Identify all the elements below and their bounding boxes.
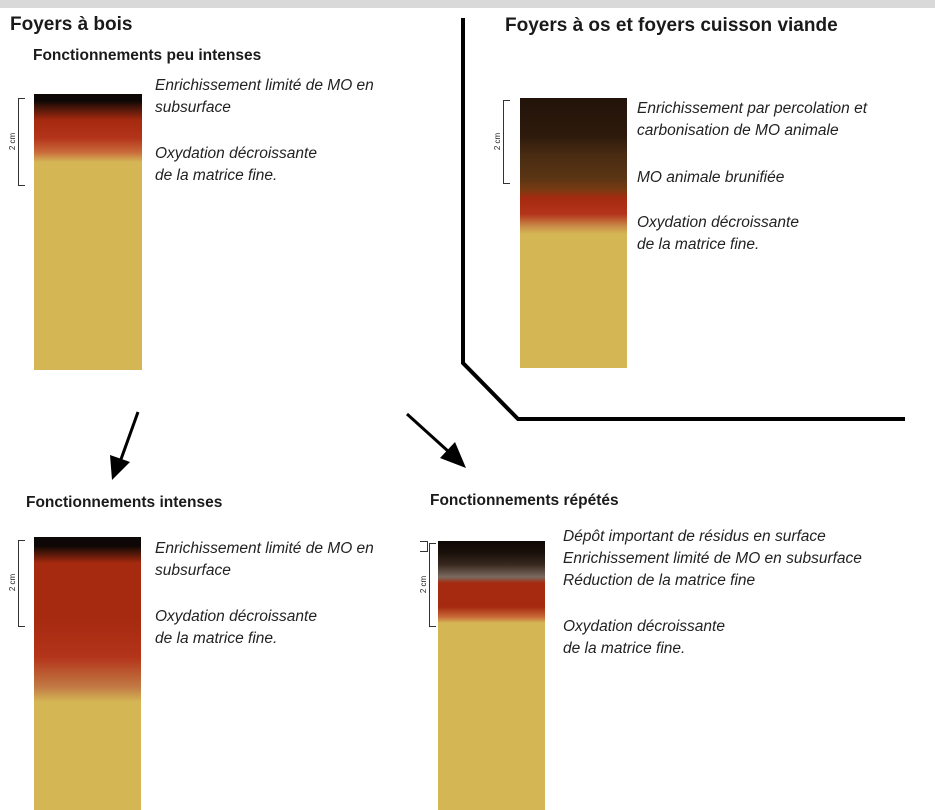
scale-bar-repeated xyxy=(429,543,436,627)
note-repeated-3: Réduction de la matrice fine xyxy=(563,572,756,589)
note-repeated-1: Dépôt important de résidus en surface xyxy=(563,528,826,545)
title-intense: Fonctionnements intenses xyxy=(26,494,223,511)
note-bone-5: de la matrice fine. xyxy=(637,236,760,253)
note-low-1: Enrichissement limité de MO en xyxy=(155,77,374,94)
arrow-down-right xyxy=(405,412,466,468)
title-repeated: Fonctionnements répétés xyxy=(430,492,619,509)
scale-label-bone: 2 cm xyxy=(493,132,503,151)
note-repeated-5: de la matrice fine. xyxy=(563,640,686,657)
heading-wood-hearths: Foyers à bois xyxy=(10,14,133,35)
note-bone-2: carbonisation de MO animale xyxy=(637,122,839,139)
note-repeated-4: Oxydation décroissante xyxy=(563,618,725,635)
arrow-down-left xyxy=(110,411,140,480)
note-intense-2: subsurface xyxy=(155,562,231,579)
scale-label-repeated: 2 cm xyxy=(419,575,429,594)
note-bone-4: Oxydation décroissante xyxy=(637,214,799,231)
soil-column-bone xyxy=(520,98,627,368)
note-repeated-2: Enrichissement limité de MO en subsurfac… xyxy=(563,550,862,567)
note-intense-3: Oxydation décroissante xyxy=(155,608,317,625)
heading-bone-hearths: Foyers à os et foyers cuisson viande xyxy=(505,15,838,36)
note-low-4: de la matrice fine. xyxy=(155,167,278,184)
scale-label-intense: 2 cm xyxy=(8,573,18,592)
scale-bar-bone xyxy=(503,100,510,184)
note-intense-1: Enrichissement limité de MO en xyxy=(155,540,374,557)
note-intense-4: de la matrice fine. xyxy=(155,630,278,647)
scale-bar-intense xyxy=(18,540,25,627)
note-bone-1: Enrichissement par percolation et xyxy=(637,100,868,117)
note-low-2: subsurface xyxy=(155,99,231,116)
soil-column-intense xyxy=(34,537,141,810)
separator-line xyxy=(461,18,905,421)
top-bar xyxy=(0,0,935,8)
note-low-3: Oxydation décroissante xyxy=(155,145,317,162)
note-bone-3: MO animale brunifiée xyxy=(637,169,785,186)
soil-column-repeated xyxy=(438,541,545,810)
title-low-intensity: Fonctionnements peu intenses xyxy=(33,47,262,64)
scale-label-low: 2 cm xyxy=(8,132,18,151)
soil-column-low-intensity xyxy=(34,94,142,370)
bracket-intense xyxy=(420,541,428,552)
scale-bar-low xyxy=(18,98,25,186)
